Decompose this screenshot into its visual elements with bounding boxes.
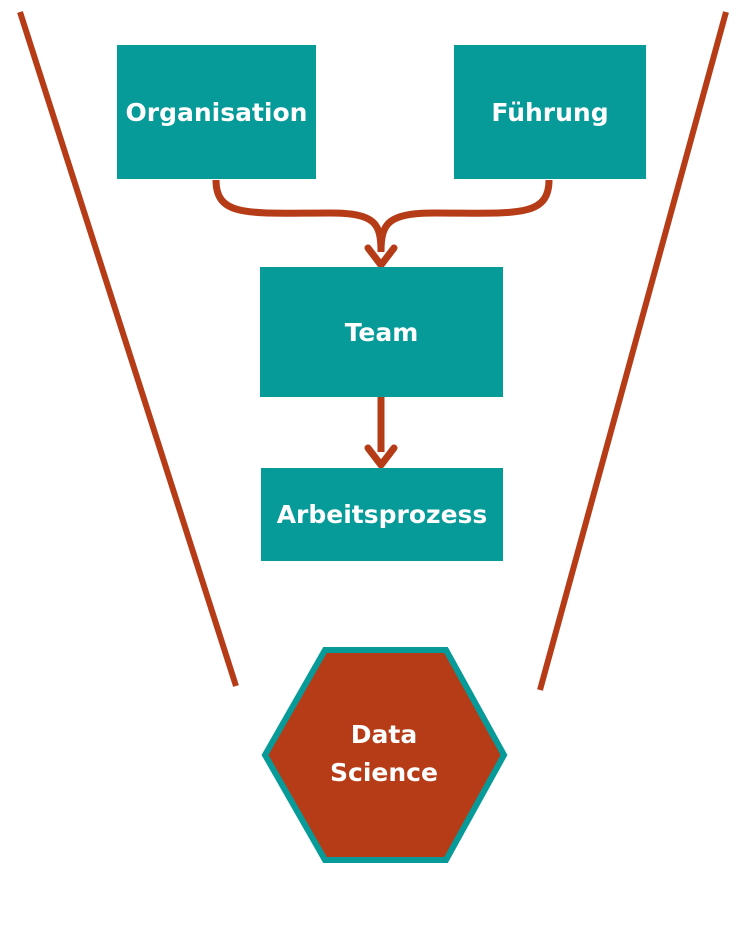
node-arbeitsprozess: Arbeitsprozess <box>261 468 503 561</box>
node-data-science-label: Data Science <box>272 716 496 792</box>
funnel-right-line <box>537 11 729 691</box>
data-science-line-2: Science <box>330 758 438 787</box>
arrowhead-team <box>364 244 398 269</box>
funnel-left-line <box>17 11 239 687</box>
node-team: Team <box>260 267 503 397</box>
connector-fuehrung-team <box>377 179 553 253</box>
data-science-hexagon <box>261 647 508 863</box>
data-science-line-1: Data <box>350 720 418 749</box>
node-fuehrung: Führung <box>454 45 646 179</box>
node-organisation: Organisation <box>117 45 316 179</box>
arrowhead-arbeitsprozess <box>364 444 398 469</box>
connector-organisation-team <box>212 179 385 253</box>
